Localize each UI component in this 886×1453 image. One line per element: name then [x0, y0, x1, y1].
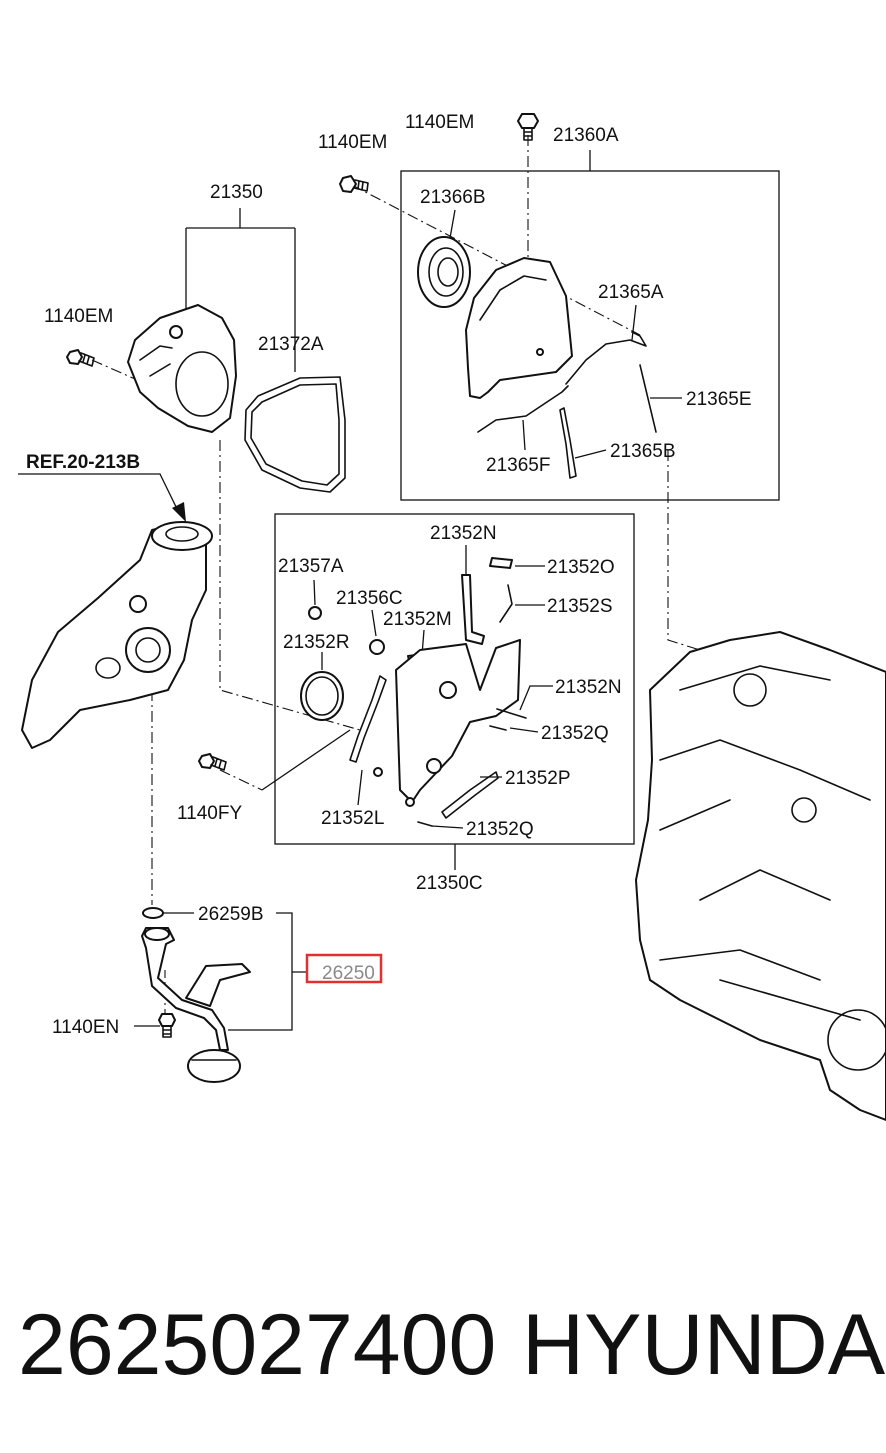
- label-21352q-mid: 21352Q: [541, 723, 609, 744]
- label-21356c: 21356C: [336, 588, 403, 609]
- engine-block: [635, 631, 886, 1121]
- label-21352q-bottom: 21352Q: [466, 819, 534, 840]
- label-21365b: 21365B: [610, 441, 676, 462]
- parts-diagram: 1140EM 21360A 1140EM 21366B 21350 21365A…: [18, 112, 886, 1121]
- label-21352n-mid: 21352N: [555, 677, 622, 698]
- bolt-1140em-left: [66, 349, 95, 367]
- label-21365e: 21365E: [686, 389, 752, 410]
- label-26259b: 26259B: [198, 904, 264, 925]
- highlight-box-26250: [305, 953, 383, 984]
- reference-lines: [91, 135, 701, 1020]
- bolt-1140fy: [198, 753, 227, 771]
- label-21350c: 21350C: [416, 873, 483, 894]
- label-21357a: 21357A: [278, 556, 344, 577]
- bolt-1140em-mid: [339, 175, 369, 193]
- gasket-kit-21350c: [300, 557, 527, 827]
- bolt-1140en: [158, 1013, 176, 1038]
- label-21352m: 21352M: [383, 609, 452, 630]
- timing-cover-21350: [127, 304, 237, 433]
- gasket-21372a-inner: [250, 383, 340, 486]
- seal-strip-21365e: [639, 364, 657, 433]
- callout-labels: 1140EM 21360A 1140EM 21366B 21350 21365A…: [26, 112, 752, 1038]
- box-21360a: [400, 170, 780, 501]
- label-21352o: 21352O: [547, 557, 615, 578]
- label-21365a: 21365A: [598, 282, 664, 303]
- label-21350: 21350: [210, 182, 263, 203]
- footer-brand: HYUNDAI: [522, 1297, 886, 1393]
- seal-strip-21365b: [559, 407, 577, 479]
- bolt-1140em-top: [517, 113, 539, 141]
- label-1140fy: 1140FY: [177, 803, 242, 824]
- label-1140en: 1140EN: [52, 1017, 119, 1038]
- label-21366b: 21366B: [420, 187, 486, 208]
- label-26250: 26250: [322, 963, 375, 984]
- seal-strip-21365a: [565, 331, 647, 385]
- seal-strip-21365f: [477, 385, 569, 433]
- timing-cover-21360a: [465, 257, 573, 399]
- label-21352s: 21352S: [547, 596, 613, 617]
- label-21352l: 21352L: [321, 808, 384, 829]
- leader-lines: [18, 150, 682, 1031]
- label-1140em-mid: 1140EM: [318, 132, 387, 153]
- label-ref-20-213b: REF.20-213B: [26, 452, 140, 473]
- label-21360a: 21360A: [553, 125, 619, 146]
- label-21365f: 21365F: [486, 455, 550, 476]
- label-21352r: 21352R: [283, 632, 350, 653]
- footer-part-number: 2625027400: [18, 1297, 497, 1393]
- ref-arrowhead: [172, 502, 186, 522]
- o-ring-26259b: [142, 907, 164, 919]
- gasket-21372a: [244, 376, 346, 493]
- oil-strainer-26250: [141, 927, 251, 1083]
- label-21372a: 21372A: [258, 334, 324, 355]
- label-1140em-left: 1140EM: [44, 306, 113, 327]
- label-1140em-top: 1140EM: [405, 112, 474, 133]
- oil-pump-housing: [21, 521, 213, 749]
- label-21352p: 21352P: [505, 768, 571, 789]
- label-21352n-top: 21352N: [430, 523, 497, 544]
- seal-21366b: [417, 236, 471, 308]
